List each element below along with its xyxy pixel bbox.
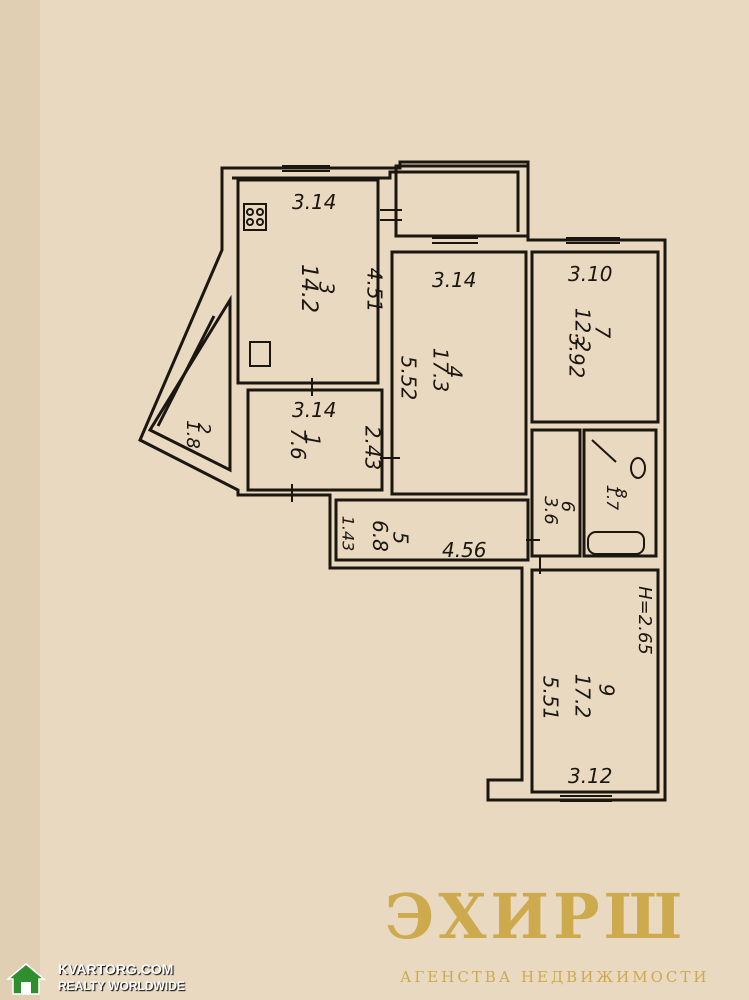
house-icon [6,963,46,995]
kitchen-area: 14.2 [295,264,321,313]
corridor-side: 1.43 [338,515,358,552]
kitchen-depth: 4.51 [362,267,387,313]
room-8-area: 1.7 [603,484,623,511]
room-4-depth: 5.52 [396,355,421,401]
badge-name[interactable]: KVARTORG.COM [58,961,174,977]
room-9-width: 3.12 [568,764,613,788]
room-9-depth: 5.51 [538,675,563,721]
room-1-depth: 2.43 [360,425,385,471]
room-4-area: 17.3 [428,347,453,393]
room-9-number: 9 [594,683,619,697]
room-7-depth: 3.92 [564,333,589,379]
agency-logo-tagline: АГЕНСТВА НЕДВИЖИМОСТИ [400,968,710,986]
kitchen-width: 3.14 [292,190,337,214]
room-6-area: 3.6 [539,496,561,525]
room-1-area: 7.6 [285,428,310,460]
corridor-width: 4.56 [442,538,487,562]
room-7-width: 3.10 [568,262,613,286]
ceiling-height: H=2.65 [633,586,655,655]
agency-logo-wordmark: ЭХИРШ [385,880,687,953]
badge-subtitle: REALTY WORLDWIDE [58,979,185,993]
room-9-area: 17.2 [570,673,595,719]
balcony-area: 1.8 [181,420,203,449]
outer-wall [138,160,667,802]
room-1-width: 3.14 [292,398,337,422]
corridor-number: 5 [388,531,413,545]
room-4-width: 3.14 [432,268,477,292]
